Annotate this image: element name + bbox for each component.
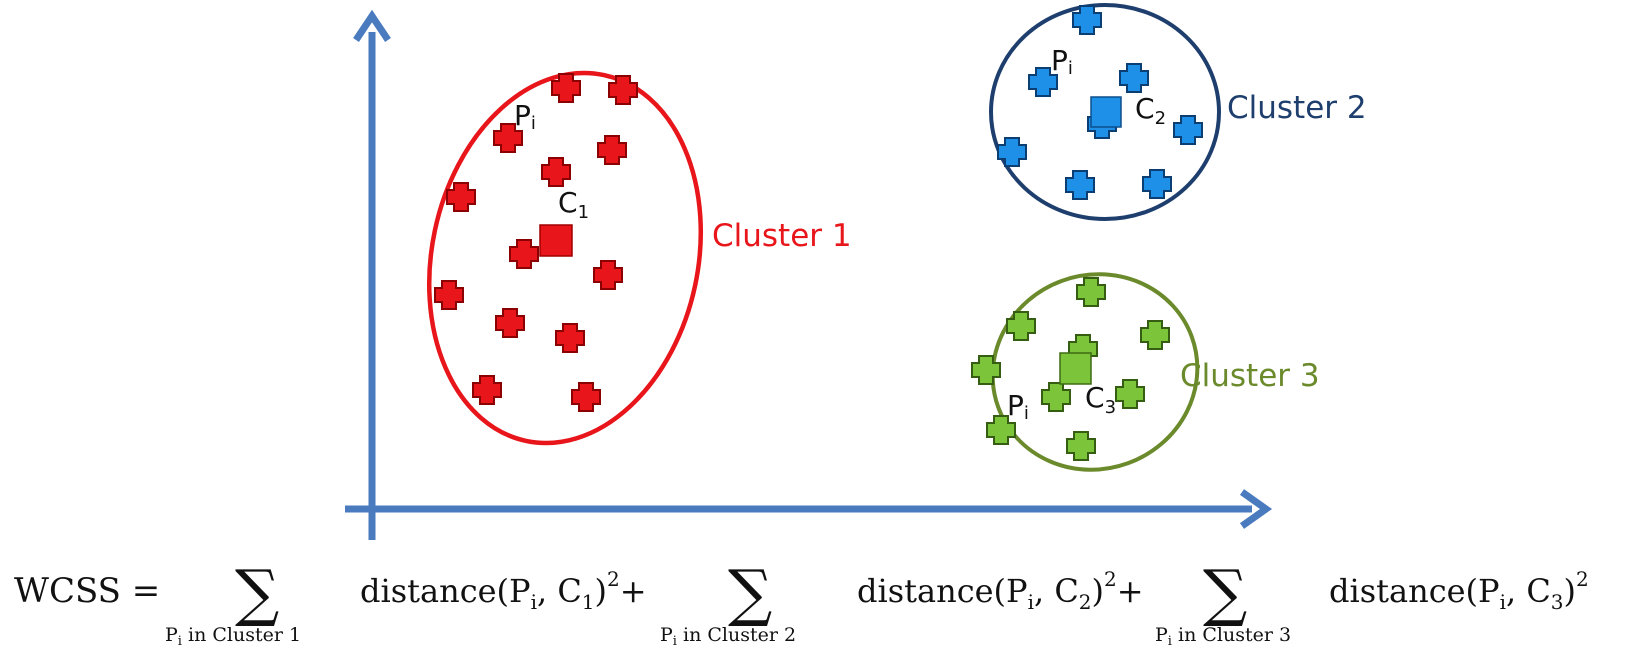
cluster-1-point bbox=[551, 73, 581, 103]
cluster-1-point bbox=[541, 157, 571, 187]
cluster-3-centroid bbox=[1059, 352, 1092, 385]
cluster-1-points bbox=[434, 73, 638, 412]
cluster-1-boundary bbox=[426, 70, 704, 446]
cluster-2-point bbox=[1065, 170, 1095, 200]
cluster-3: Pi C3 Cluster 3 bbox=[971, 272, 1320, 472]
cluster-2-label: Cluster 2 bbox=[1227, 90, 1367, 126]
cluster-2-centroid bbox=[1090, 96, 1122, 128]
cluster-1-point bbox=[472, 375, 502, 405]
cluster-1-point bbox=[593, 260, 623, 290]
cluster-2: Pi C2 Cluster 2 bbox=[989, 3, 1367, 221]
cluster-2-points bbox=[997, 5, 1203, 200]
cluster-1-centroid-label: C1 bbox=[558, 186, 589, 223]
cluster-1-centroid bbox=[539, 224, 573, 257]
cluster-1-point bbox=[608, 75, 638, 105]
cluster-1-point-label: Pi bbox=[514, 99, 536, 134]
axes bbox=[345, 9, 1273, 540]
cluster-1-point bbox=[446, 182, 476, 212]
sum-subscript-2: Pi in Cluster 2 bbox=[660, 624, 796, 649]
cluster-2-point bbox=[1142, 169, 1172, 199]
y-axis-arrowhead bbox=[353, 9, 391, 42]
cluster-1-point bbox=[434, 280, 464, 310]
cluster-3-point bbox=[1066, 431, 1096, 461]
formula-term-2: distance(Pi, C2)2+ bbox=[857, 567, 1144, 614]
cluster-1-point bbox=[597, 135, 627, 165]
cluster-3-boundary bbox=[990, 272, 1200, 472]
sum-symbol-3: ∑ bbox=[1203, 556, 1247, 629]
formula-term-1: distance(Pi, C1)2+ bbox=[360, 567, 647, 614]
cluster-3-point-label: Pi bbox=[1007, 389, 1029, 424]
cluster-3-label: Cluster 3 bbox=[1180, 358, 1320, 394]
sum-symbol-2: ∑ bbox=[728, 556, 772, 629]
cluster-2-point bbox=[1119, 63, 1149, 93]
cluster-1-point bbox=[555, 323, 585, 353]
cluster-3-point bbox=[1140, 320, 1170, 350]
formula-term-3: distance(Pi, C3)2 bbox=[1329, 567, 1589, 614]
cluster-1-point bbox=[571, 382, 601, 412]
cluster-1-point bbox=[509, 239, 539, 269]
cluster-3-point bbox=[1115, 379, 1145, 409]
cluster-2-point bbox=[997, 137, 1027, 167]
cluster-3-point bbox=[1041, 382, 1071, 412]
sum-symbol-1: ∑ bbox=[235, 556, 279, 629]
sum-subscript-3: Pi in Cluster 3 bbox=[1155, 624, 1291, 649]
cluster-1: Pi C1 Cluster 1 bbox=[426, 70, 852, 446]
cluster-3-point bbox=[986, 415, 1016, 445]
wcss-formula: WCSS = ∑ distance(Pi, C1)2+ Pi in Cluste… bbox=[14, 556, 1589, 649]
cluster-3-centroid-label: C3 bbox=[1085, 381, 1116, 418]
cluster-2-point bbox=[1028, 67, 1058, 97]
cluster-2-point-label: Pi bbox=[1051, 44, 1073, 79]
formula-lhs: WCSS = bbox=[14, 571, 160, 611]
cluster-2-centroid-label: C2 bbox=[1135, 92, 1166, 129]
x-axis-arrowhead bbox=[1239, 489, 1273, 529]
cluster-2-point bbox=[1072, 5, 1102, 35]
cluster-2-boundary bbox=[989, 3, 1221, 221]
cluster-1-point bbox=[493, 123, 523, 153]
cluster-3-point bbox=[971, 355, 1001, 385]
cluster-3-point bbox=[1076, 277, 1106, 307]
cluster-3-point bbox=[1006, 311, 1036, 341]
sum-subscript-1: Pi in Cluster 1 bbox=[165, 624, 301, 649]
cluster-3-points bbox=[971, 277, 1170, 461]
cluster-1-point bbox=[495, 308, 525, 338]
cluster-1-label: Cluster 1 bbox=[712, 218, 852, 254]
cluster-2-point bbox=[1173, 115, 1203, 145]
